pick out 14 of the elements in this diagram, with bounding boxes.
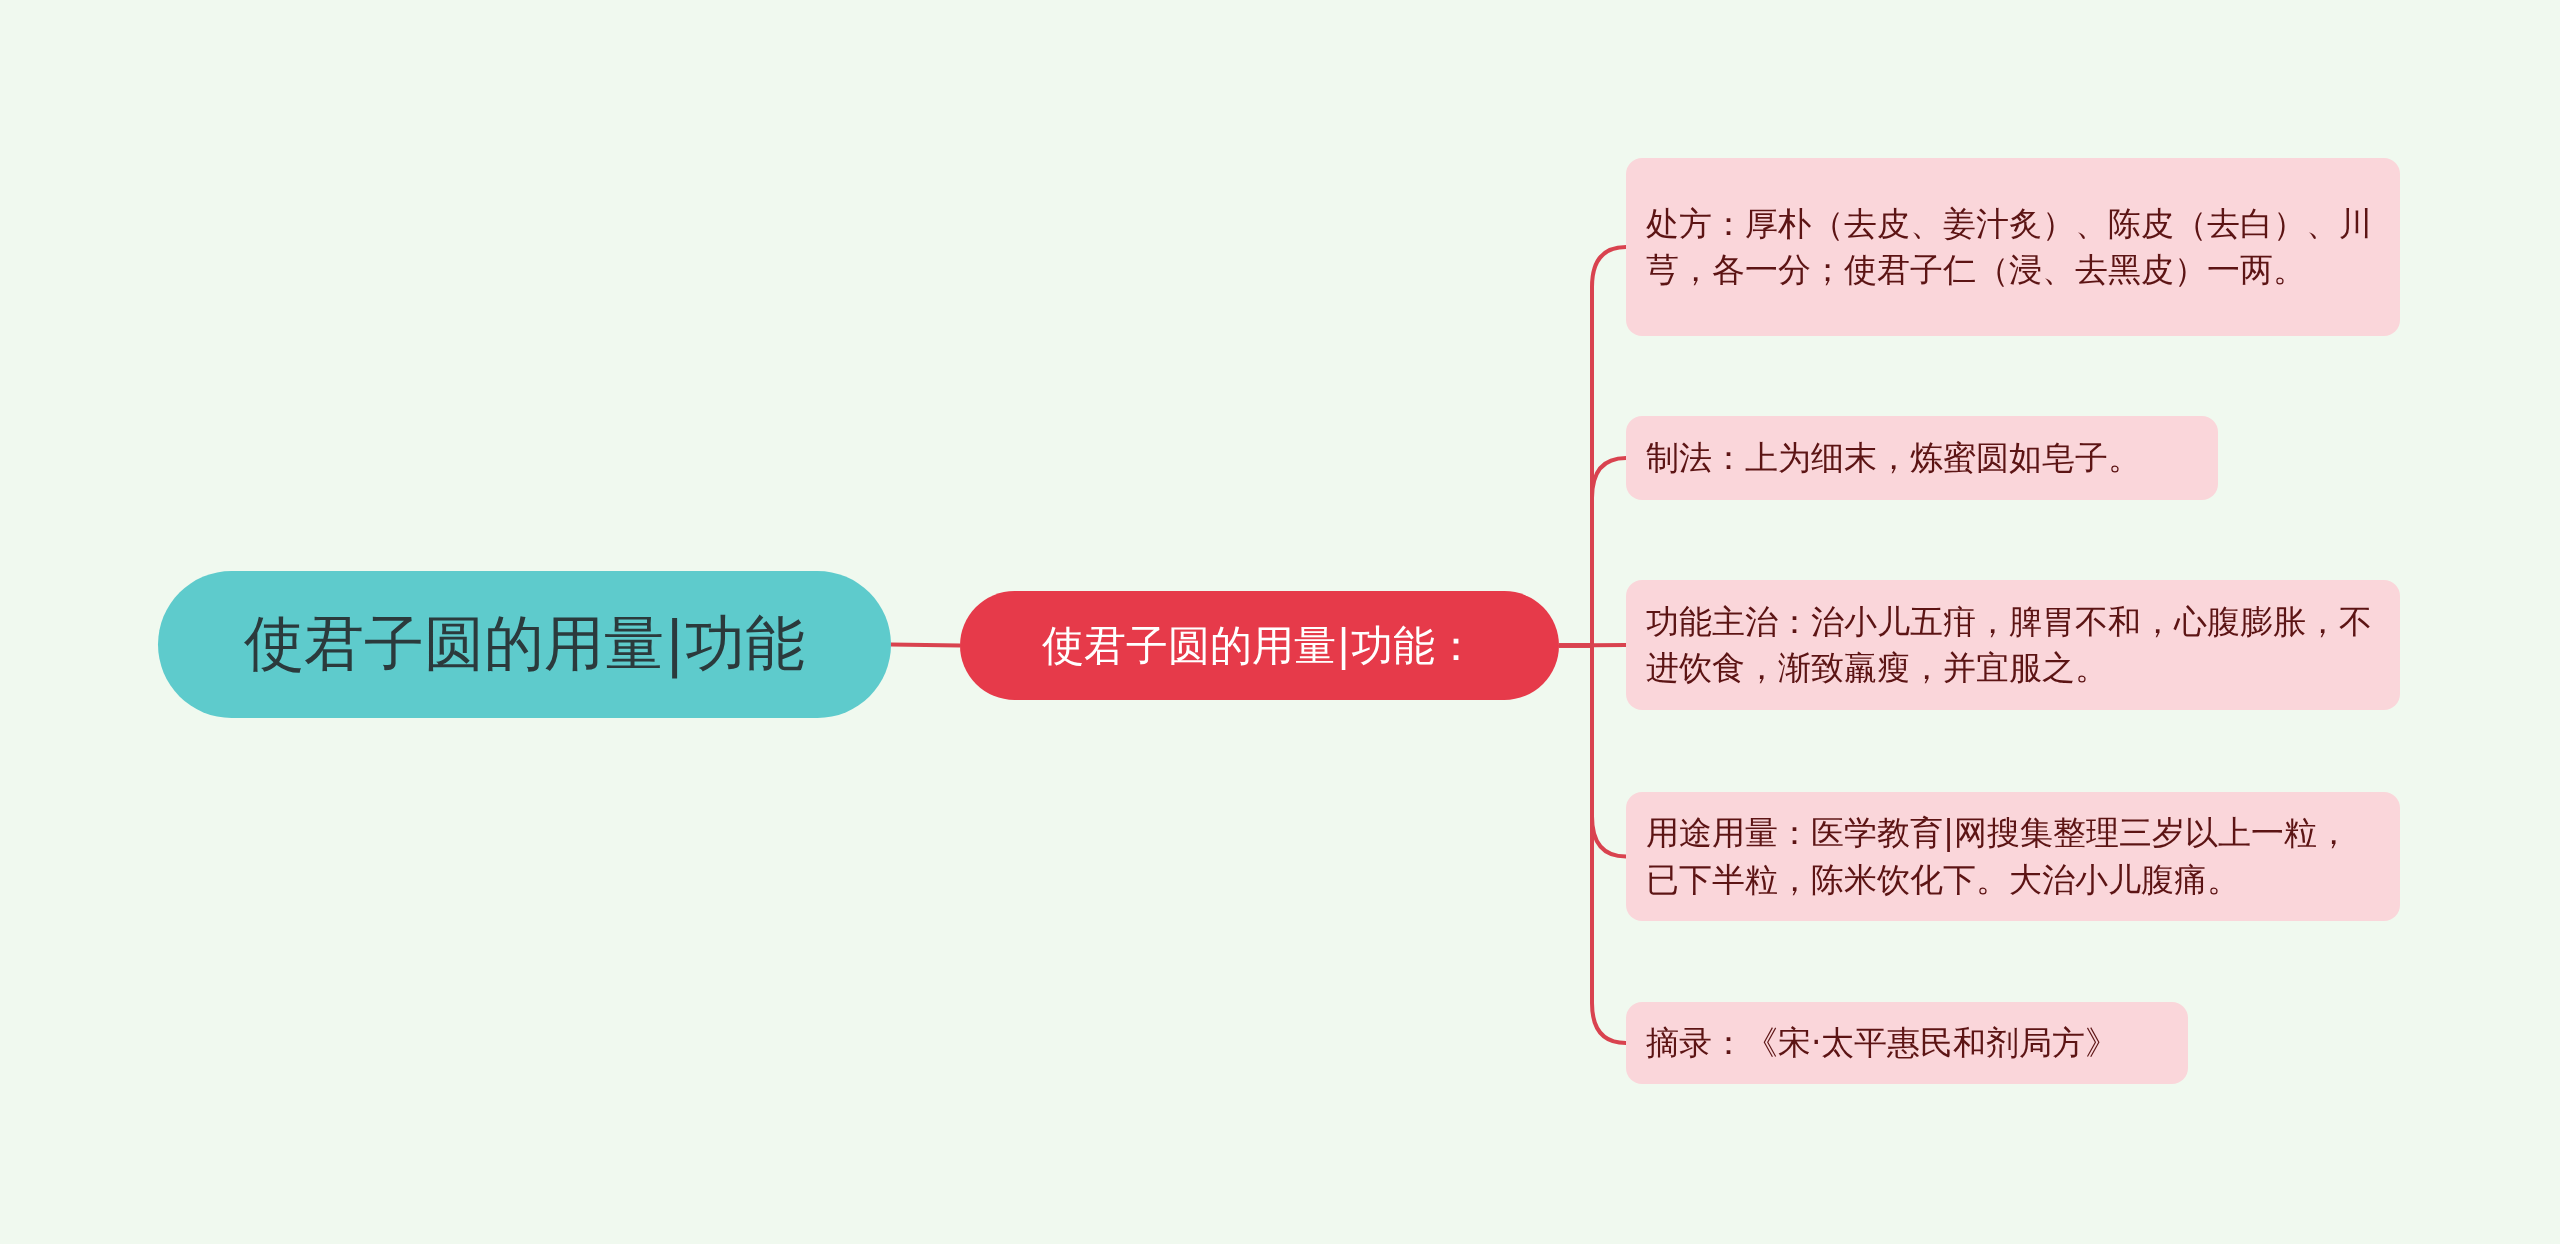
topic-box [1626,1002,2188,1084]
topic-box [1626,416,2218,500]
topic-text: 处方：厚朴（去皮、姜汁炙）、陈皮（去白）、川芎，各一分；使君子仁（浸、去黑皮）一两。 [1646,202,2373,291]
topic-text: 制法：上为细末，炼蜜圆如皂子。 [1646,436,2141,479]
connector-line [890,642,961,648]
topic-box [1626,580,2400,710]
topic-text: 功能主治：治小儿五疳，脾胃不和，心腹膨胀，不进饮食，渐致羸瘦，并宜服之。 [1646,600,2373,689]
topic-text: 摘录：《宋·太平惠民和剂局方》 [1646,1021,2119,1064]
topic-text: 使君子圆的用量|功能 [244,607,805,681]
topic-box [1626,158,2400,336]
topic-text: 使君子圆的用量|功能： [1042,619,1477,672]
topic-text: 用途用量：医学教育|网搜集整理三岁以上一粒，已下半粒，陈米饮化下。大治小儿腹痛。 [1646,812,2352,901]
topic-box [1626,792,2400,921]
connector-line [1559,643,1626,648]
